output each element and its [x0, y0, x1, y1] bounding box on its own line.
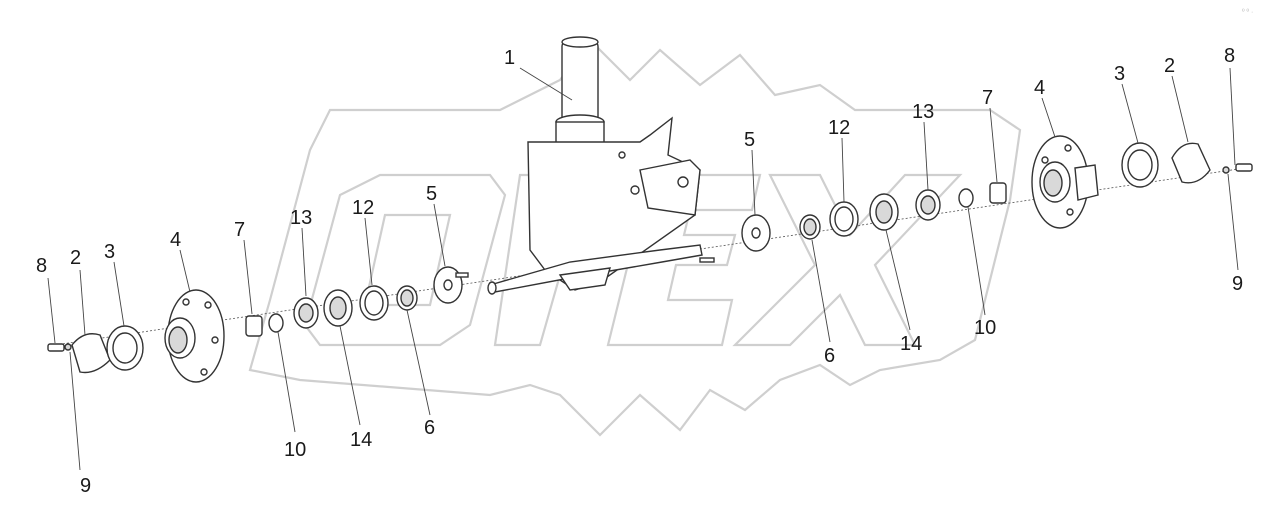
spacer-left [396, 285, 418, 311]
callout-8-right: 8 [1224, 45, 1235, 67]
callout-9-right: 9 [1232, 273, 1243, 295]
bearing-inner-left [323, 289, 353, 327]
callout-7-right: 7 [982, 87, 993, 109]
callout-5-right: 5 [744, 129, 755, 151]
callout-4-left: 4 [170, 229, 181, 251]
callout-8-left: 8 [36, 255, 47, 277]
callout-3-right: 3 [1114, 63, 1125, 85]
callout-9-left: 9 [80, 475, 91, 497]
hub-left [164, 289, 225, 383]
callout-2-right: 2 [1164, 55, 1175, 77]
callout-13-left: 13 [290, 207, 312, 229]
callout-4-right: 4 [1034, 77, 1045, 99]
callout-10-right: 10 [974, 317, 996, 339]
washer-left [268, 313, 284, 333]
castle-nut-left [245, 315, 263, 337]
washer-right [958, 188, 974, 208]
gasket-left [106, 325, 144, 371]
callout-13-right: 13 [912, 101, 934, 123]
bearing-inner-right [869, 193, 899, 231]
callout-5-left: 5 [426, 183, 437, 205]
callout-2-left: 2 [70, 247, 81, 269]
pin-left [455, 272, 469, 278]
bolt-right [1222, 163, 1253, 174]
seal-right [829, 201, 859, 237]
leader-lines [47, 67, 1239, 471]
callout-14-left: 14 [350, 429, 372, 451]
callout-12-left: 12 [352, 197, 374, 219]
knuckle-housing [487, 36, 703, 295]
bolt-left [47, 343, 72, 352]
callout-3-left: 3 [104, 241, 115, 263]
callout-12-right: 12 [828, 117, 850, 139]
pin-right [699, 257, 715, 263]
watermark-tag: º º · [1242, 9, 1253, 16]
gasket-right [1121, 142, 1159, 188]
thrust-washer-right [741, 214, 771, 252]
callout-10-left: 10 [284, 439, 306, 461]
callout-6-left: 6 [424, 417, 435, 439]
callout-6-right: 6 [824, 345, 835, 367]
hub-right [1031, 135, 1099, 229]
bearing-outer-left [293, 297, 319, 329]
thrust-washer-left [433, 266, 463, 304]
bearing-outer-right [915, 189, 941, 221]
seal-left [359, 285, 389, 321]
spacer-right [799, 214, 821, 240]
callout-14-right: 14 [900, 333, 922, 355]
hub-cap-left [71, 333, 111, 374]
callout-7-left: 7 [234, 219, 245, 241]
hub-cap-right [1171, 142, 1211, 184]
castle-nut-right [989, 182, 1007, 204]
callout-labels: 1 8 2 3 4 7 13 12 5 9 10 14 6 5 12 13 7 … [36, 45, 1243, 497]
callout-1: 1 [504, 47, 515, 69]
